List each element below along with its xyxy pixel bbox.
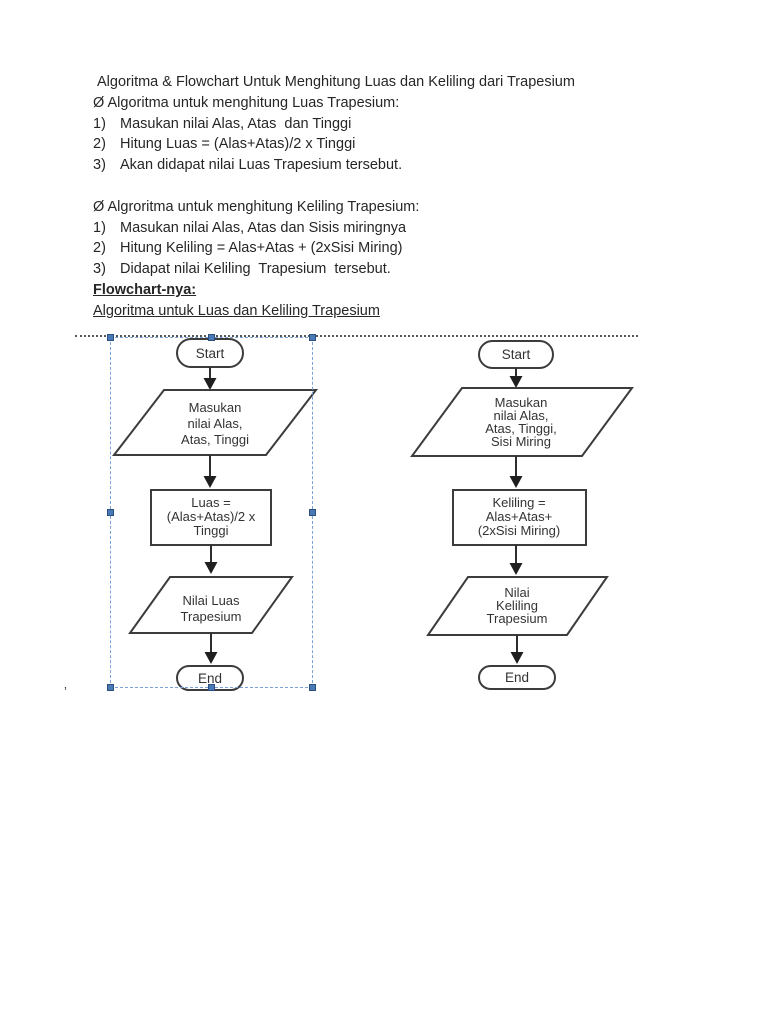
- input-line: Sisi Miring: [491, 434, 551, 449]
- flowchart-label: Flowchart-nya:: [93, 281, 197, 298]
- selection-handle-bottom-left[interactable]: [107, 684, 114, 691]
- flowchart-keliling-end-terminator[interactable]: [478, 665, 556, 690]
- output-line: Trapesium: [181, 609, 242, 624]
- list-item-number: 3): [93, 261, 106, 278]
- input-line: nilai Alas,: [188, 416, 243, 431]
- flow-arrowhead: [203, 476, 217, 488]
- flowchart-luas[interactable]: Start Masukan nilai Alas, Atas, Tinggi L…: [111, 338, 319, 691]
- input-line: Atas, Tinggi: [181, 432, 249, 447]
- list-item-number: 3): [93, 157, 106, 174]
- output-line: Keliling: [496, 598, 538, 613]
- process-line: Alas+Atas+: [486, 509, 553, 524]
- doc-title: Algoritma & Flowchart Untuk Menghitung L…: [97, 74, 575, 90]
- selection-handle-middle-right[interactable]: [309, 508, 316, 516]
- output-line: Nilai Luas: [182, 593, 240, 608]
- flowchart-keliling-process-rect[interactable]: [452, 489, 587, 546]
- flowchart-keliling-input-parallelogram[interactable]: [410, 387, 634, 457]
- output-line: Trapesium: [487, 611, 548, 626]
- flow-arrowhead: [203, 378, 217, 390]
- input-line: Masukan: [189, 400, 242, 415]
- heading-keliling: Ø Algroritma untuk menghitung Keliling T…: [93, 198, 420, 215]
- list-item: 1) Masukan nilai Alas, Atas dan Sisis mir…: [93, 218, 693, 239]
- end-label: End: [505, 670, 529, 685]
- flow-arrowhead: [509, 563, 523, 575]
- list-item: 3) Akan didapat nilai Luas Trapesium ters…: [93, 155, 693, 176]
- list-item-number: 2): [93, 240, 106, 257]
- list-item-text: Masukan nilai Alas, Atas dan Tinggi: [120, 115, 352, 132]
- flow-arrowhead: [204, 652, 218, 664]
- dotted-divider-line: [75, 335, 638, 337]
- list-item: 1) Masukan nilai Alas, Atas dan Tinggi: [93, 114, 693, 135]
- heading-luas: Ø Algoritma untuk menghitung Luas Trapes…: [93, 94, 400, 111]
- list-item: 2) Hitung Keliling = Alas+Atas + (2xSisi …: [93, 238, 693, 259]
- process-line: (2xSisi Miring): [478, 523, 560, 538]
- flowchart-subtitle: Algoritma untuk Luas dan Keliling Trapes…: [93, 302, 380, 319]
- output-line: Nilai: [504, 585, 529, 600]
- list-item-text: Didapat nilai Keliling Trapesium tersebu…: [120, 261, 391, 278]
- flow-arrowhead: [510, 652, 524, 664]
- input-line: nilai Alas,: [494, 408, 549, 423]
- flowchart-luas-output-parallelogram[interactable]: [128, 576, 294, 634]
- flowchart-keliling-output-parallelogram[interactable]: [426, 576, 609, 636]
- process-line: Keliling =: [492, 495, 545, 510]
- flowchart-luas-input-parallelogram[interactable]: [111, 389, 319, 456]
- selection-handle-top-left[interactable]: [107, 334, 114, 341]
- selection-handle-top-right[interactable]: [309, 334, 316, 341]
- selection-handle-middle-left[interactable]: [107, 508, 114, 516]
- stray-apostrophe-mark: ’: [64, 684, 67, 699]
- flowchart-keliling[interactable]: Start Masukan nilai Alas, Atas, Tinggi, …: [410, 340, 634, 690]
- flow-arrowhead: [204, 562, 218, 574]
- input-line: Atas, Tinggi,: [485, 421, 557, 436]
- list-item-text: Masukan nilai Alas, Atas dan Sisis mirin…: [120, 219, 407, 236]
- selection-handle-top-middle[interactable]: [207, 334, 215, 341]
- process-line: Tinggi: [194, 523, 229, 538]
- list-item-number: 2): [93, 136, 106, 153]
- start-label: Start: [502, 347, 531, 362]
- list-item-number: 1): [93, 115, 106, 132]
- end-label: End: [198, 671, 222, 686]
- selection-box[interactable]: [107, 334, 316, 691]
- selection-handle-bottom-right[interactable]: [309, 684, 316, 691]
- process-line: (Alas+Atas)/2 x: [167, 509, 256, 524]
- list-item-number: 1): [93, 219, 106, 236]
- list-item-text: Hitung Luas = (Alas+Atas)/2 x Tinggi: [120, 136, 356, 153]
- document-text-block: Algoritma & Flowchart Untuk Menghitung L…: [93, 72, 693, 322]
- list-item-text: Akan didapat nilai Luas Trapesium terseb…: [120, 157, 403, 174]
- flow-arrowhead: [509, 376, 523, 388]
- flow-arrowhead: [509, 476, 523, 488]
- input-line: Masukan: [495, 395, 548, 410]
- selection-handle-bottom-middle[interactable]: [207, 684, 215, 691]
- list-item: 3) Didapat nilai Keliling Trapesium terse…: [93, 259, 693, 280]
- list-item: 2) Hitung Luas = (Alas+Atas)/2 x Tinggi: [93, 134, 693, 155]
- process-line: Luas =: [191, 495, 230, 510]
- list-item-text: Hitung Keliling = Alas+Atas + (2xSisi Mi…: [120, 240, 403, 257]
- start-label: Start: [196, 346, 225, 361]
